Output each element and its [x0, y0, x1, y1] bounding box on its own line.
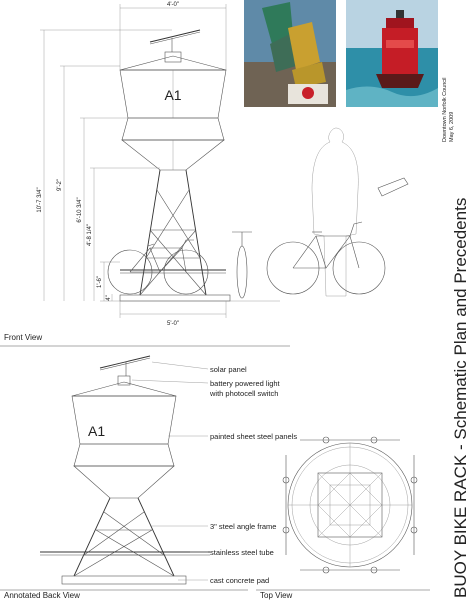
label-photocell: with photocell switch [209, 389, 278, 398]
top-view-plan [282, 436, 418, 574]
back-buoy-label: A1 [88, 423, 105, 439]
annotation-labels: solar panel battery powered light with p… [209, 365, 297, 585]
credit-date: May 6, 2009 [449, 112, 455, 142]
front-buoy-label: A1 [164, 87, 181, 103]
label-concrete-pad: cast concrete pad [210, 576, 269, 585]
label-solar-panel: solar panel [210, 365, 247, 374]
person-silhouette [311, 127, 359, 297]
label-angle-frame: 3" steel angle frame [210, 522, 276, 531]
label-battery-light: battery powered light [210, 379, 281, 388]
bike-front-left [107, 239, 209, 295]
label-steel-panels: painted sheet steel panels [210, 432, 297, 441]
precedent-photo-right [346, 0, 438, 107]
annotation-leaders [131, 361, 209, 581]
back-view-title: Annotated Back View [4, 591, 80, 600]
bike-profile [232, 231, 252, 299]
credit-organization: Downtown Norfolk Council [442, 78, 448, 143]
dim-height-6: 4" [106, 295, 112, 300]
dim-base-width: 5'-0" [167, 321, 179, 327]
bike-front-right [266, 177, 409, 295]
dim-height-4: 4'-8 1/4" [87, 224, 93, 246]
precedent-photo-left [244, 0, 336, 107]
dim-top-width: 4'-0" [167, 2, 179, 8]
front-view-title: Front View [4, 333, 42, 342]
back-view-buoy [40, 355, 210, 585]
sheet-title: BUOY BIKE RACK - Schematic Plan and Prec… [451, 198, 469, 598]
dim-height-2: 9'-2" [57, 179, 63, 191]
dim-height-3: 6'-10 3/4" [77, 197, 83, 222]
front-dimensions [40, 4, 227, 318]
front-view-buoy [119, 29, 231, 302]
dim-height-5: 1'-6" [97, 276, 103, 288]
top-view-title: Top View [260, 591, 293, 600]
label-steel-tube: stainless steel tube [210, 548, 274, 557]
dim-overall-height: 10'-7 3/4" [37, 187, 43, 212]
